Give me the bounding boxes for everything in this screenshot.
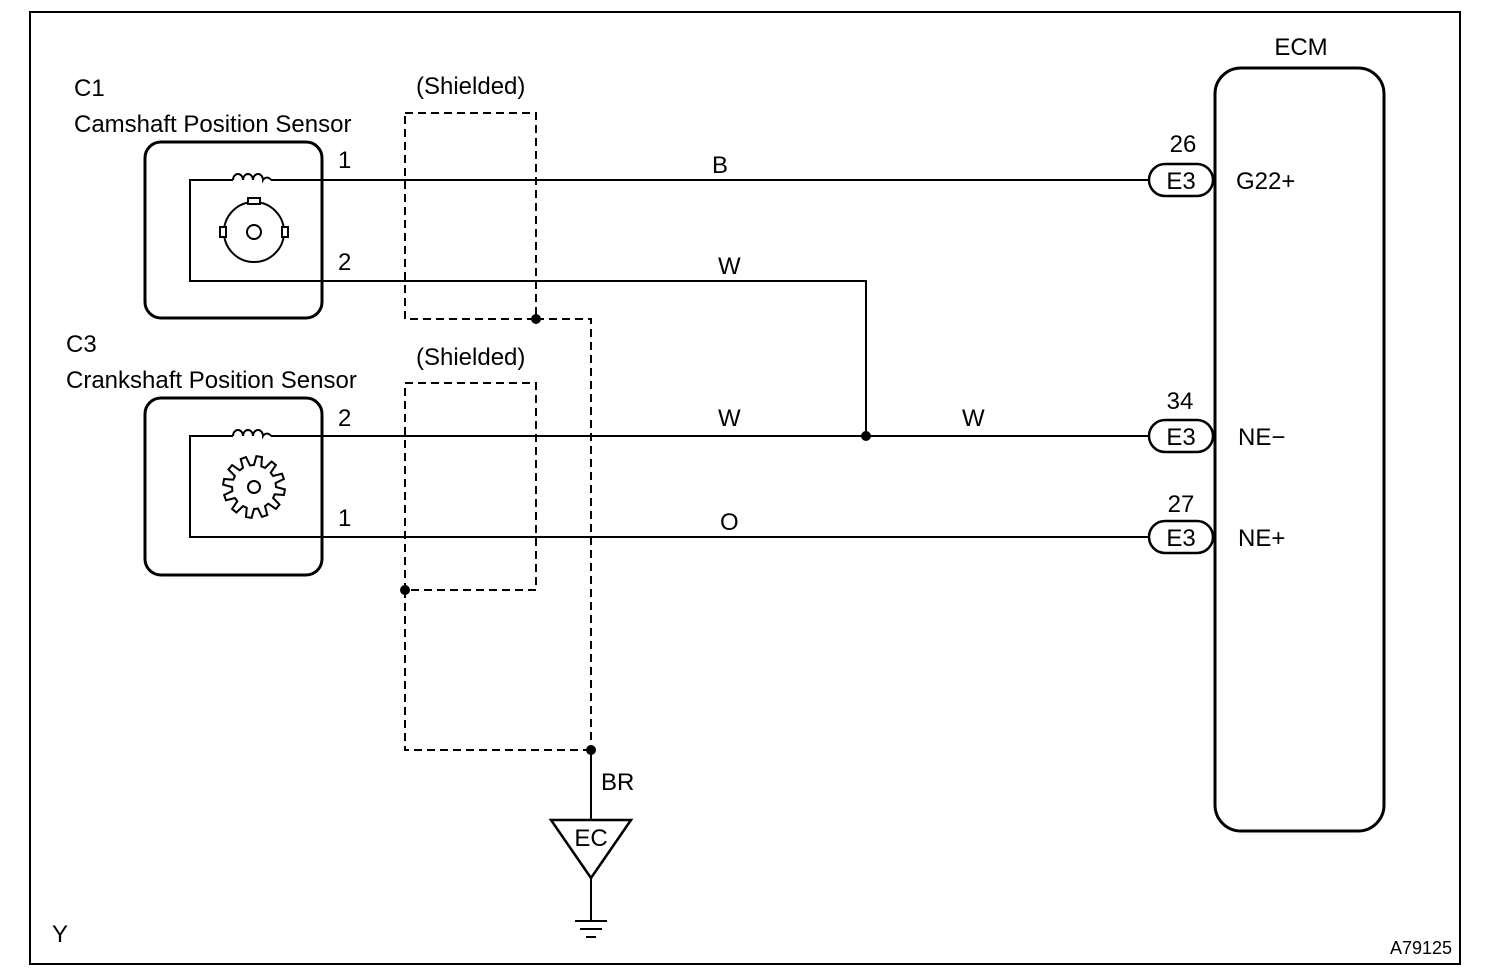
shield-label-top: (Shielded) — [416, 73, 525, 100]
crank-coil-icon — [232, 429, 272, 440]
wire-label-w-crank: W — [718, 405, 741, 432]
crank-sensor-code: C3 — [66, 331, 97, 358]
cam-sensor-box — [143, 140, 324, 320]
shield-junction-top — [531, 314, 541, 324]
ground-icon — [575, 878, 607, 938]
shield-junction-bottom — [400, 585, 410, 595]
ground-label: EC — [574, 825, 607, 852]
crank-gear-icon — [221, 454, 287, 520]
cam-sensor-code: C1 — [74, 75, 105, 102]
crank-sensor-box — [143, 396, 324, 577]
crank-sensor-loop — [189, 435, 322, 538]
ecm-connector — [1147, 162, 1215, 198]
wire-label-w-ne: W — [962, 405, 985, 432]
ecm-title: ECM — [1274, 34, 1327, 61]
ecm-connector — [1147, 519, 1215, 555]
wire-junction — [861, 431, 871, 441]
cam-pin-1: 1 — [338, 147, 351, 174]
ground-triangle — [548, 818, 634, 881]
shield-drain-top — [536, 318, 592, 750]
ecm-connector-label: E3 — [1166, 424, 1195, 451]
wire-cam-pin2 — [322, 280, 867, 436]
ecm-connector-label: E3 — [1166, 168, 1195, 195]
ecm-box — [1213, 66, 1386, 833]
shield-label-bottom: (Shielded) — [416, 344, 525, 371]
crank-sensor-name: Crankshaft Position Sensor — [66, 367, 357, 394]
ecm-signal-name: NE− — [1238, 424, 1285, 451]
footer-code: Y — [52, 921, 68, 948]
crank-pin-1: 1 — [338, 505, 351, 532]
cam-sensor-name: Camshaft Position Sensor — [74, 111, 351, 138]
shield-box-bottom — [404, 382, 537, 591]
cam-rotor-icon — [219, 197, 289, 263]
wire-label-b: B — [712, 152, 728, 179]
cam-sensor-loop — [189, 179, 322, 282]
wire-label-w-cam: W — [718, 253, 741, 280]
shield-drain-bottom — [404, 590, 591, 751]
diagram-frame — [29, 11, 1461, 965]
ecm-pin-number: 34 — [1167, 388, 1194, 415]
cam-pin-2: 2 — [338, 249, 351, 276]
shield-box-top — [404, 112, 537, 320]
ecm-pin-number: 26 — [1170, 131, 1197, 158]
ecm-connector — [1147, 418, 1215, 454]
wire-label-o: O — [720, 509, 739, 536]
crank-pin-2: 2 — [338, 405, 351, 432]
figure-id: A79125 — [1390, 938, 1452, 958]
wire-label-br: BR — [601, 769, 634, 796]
ecm-connector-label: E3 — [1166, 525, 1195, 552]
cam-coil-icon — [232, 173, 272, 184]
ecm-signal-name: NE+ — [1238, 525, 1285, 552]
ecm-pin-number: 27 — [1168, 491, 1195, 518]
ecm-signal-name: G22+ — [1236, 168, 1295, 195]
